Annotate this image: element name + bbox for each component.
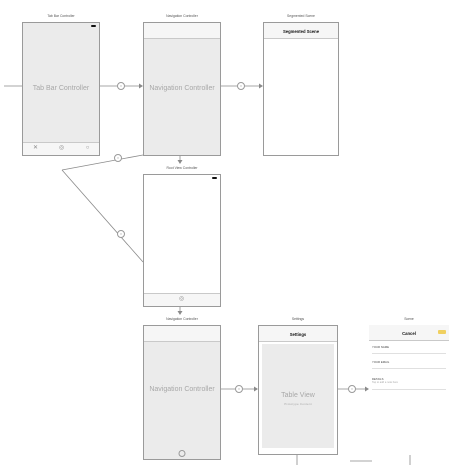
- navigation-bar: Settings: [259, 326, 337, 342]
- form-field-email[interactable]: YOUR EMAIL: [372, 360, 446, 369]
- circle-icon[interactable]: ○: [85, 145, 90, 151]
- tab-bar[interactable]: ◎: [144, 293, 220, 306]
- nav-title: Settings: [289, 332, 307, 337]
- scene-settings[interactable]: Settings Settings Table View Prototype C…: [258, 315, 338, 455]
- form-field-name[interactable]: YOUR NAME: [372, 345, 446, 354]
- scene-label: Navigation Controller: [166, 317, 198, 321]
- field-label: DETAILS: [372, 377, 384, 381]
- circle-icon: [178, 450, 186, 457]
- battery-icon: [212, 177, 217, 180]
- segue-icon[interactable]: ○: [348, 385, 356, 393]
- cancel-button[interactable]: Cancel: [402, 331, 416, 336]
- device-frame[interactable]: Tab Bar Controller ✕ ◎ ○: [22, 22, 100, 156]
- table-view-subtitle: Prototype Content: [284, 402, 312, 406]
- scene-label: Tab Bar Controller: [47, 14, 75, 18]
- device-frame[interactable]: Settings Table View Prototype Content: [258, 325, 338, 455]
- scene-title: Tab Bar Controller: [32, 85, 90, 92]
- scene-label: Navigation Controller: [166, 14, 198, 18]
- scene-form[interactable]: Scene Cancel YOUR NAME YOUR EMAIL DETAIL…: [369, 315, 449, 455]
- segue-icon[interactable]: ○: [117, 230, 125, 238]
- form-field-details[interactable]: DETAILS Tap to add a note here: [372, 377, 446, 390]
- people-icon[interactable]: ◎: [58, 145, 65, 151]
- navigation-bar: Cancel: [369, 325, 449, 341]
- device-frame[interactable]: Cancel YOUR NAME YOUR EMAIL DETAILS Tap …: [369, 325, 449, 455]
- segue-icon[interactable]: ○: [117, 82, 125, 90]
- scene-label: Scene: [404, 317, 414, 321]
- scene-root-view-controller[interactable]: Root View Controller ◎: [143, 164, 221, 307]
- scene-label: Segmented Scene: [287, 14, 315, 18]
- wrench-icon[interactable]: ✕: [32, 145, 39, 151]
- scene-title: Navigation Controller: [149, 85, 215, 92]
- scene-label: Root View Controller: [166, 166, 198, 170]
- people-icon[interactable]: ◎: [178, 296, 185, 302]
- scene-navigation-controller[interactable]: Navigation Controller Navigation Control…: [143, 315, 221, 460]
- field-label: YOUR NAME: [372, 345, 389, 349]
- navigation-bar: [144, 23, 220, 39]
- save-button[interactable]: [438, 330, 446, 334]
- segue-icon[interactable]: ○: [114, 154, 122, 162]
- device-frame[interactable]: Segmented Scene: [263, 22, 339, 156]
- nav-title: Segmented Scene: [282, 29, 320, 34]
- navigation-bar: [144, 326, 220, 342]
- device-frame[interactable]: Navigation Controller: [143, 325, 221, 460]
- navigation-bar: Segmented Scene: [264, 23, 338, 39]
- field-label: YOUR EMAIL: [372, 360, 390, 364]
- field-placeholder: Tap to add a note here: [372, 381, 398, 384]
- scene-segmented[interactable]: Segmented Scene Segmented Scene: [263, 12, 339, 156]
- scene-title: Navigation Controller: [149, 386, 215, 393]
- table-view[interactable]: Table View Prototype Content: [262, 344, 334, 448]
- segue-icon[interactable]: ○: [237, 82, 245, 90]
- scene-navigation-controller[interactable]: Navigation Controller Navigation Control…: [143, 12, 221, 156]
- device-frame[interactable]: ◎: [143, 174, 221, 307]
- tab-bar[interactable]: ✕ ◎ ○: [23, 142, 99, 155]
- segue-icon[interactable]: ○: [235, 385, 243, 393]
- device-frame[interactable]: Navigation Controller: [143, 22, 221, 156]
- battery-icon: [91, 25, 96, 28]
- table-view-title: Table View: [281, 392, 315, 399]
- scene-tabbar-controller[interactable]: Tab Bar Controller Tab Bar Controller ✕ …: [22, 12, 100, 156]
- scene-label: Settings: [291, 317, 305, 321]
